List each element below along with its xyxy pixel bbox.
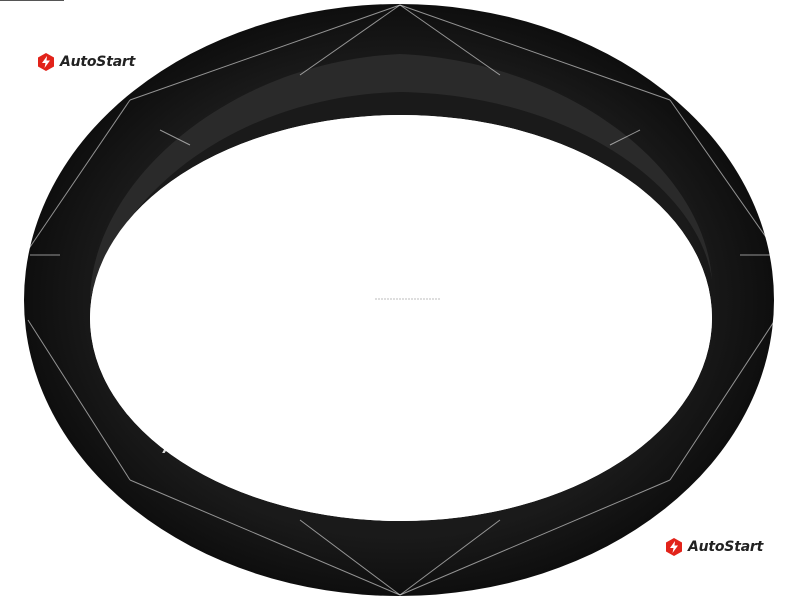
watermark-text-left: Auto — [163, 442, 198, 457]
brand-name: AutoStart — [688, 539, 764, 555]
top-edge-line — [0, 0, 64, 1]
autostart-logo-icon — [38, 53, 54, 71]
watermark-lines — [27, 4, 776, 596]
gasket-inner-bevel — [90, 54, 712, 300]
watermark-text-right: art — [596, 442, 618, 457]
brand-name: AutoStart — [60, 54, 136, 70]
brand-logo-bottom: AutoStart — [664, 537, 763, 557]
autostart-logo-icon — [666, 538, 682, 556]
brand-logo-top: AutoStart — [36, 52, 135, 72]
gasket-center-hole — [90, 115, 712, 521]
